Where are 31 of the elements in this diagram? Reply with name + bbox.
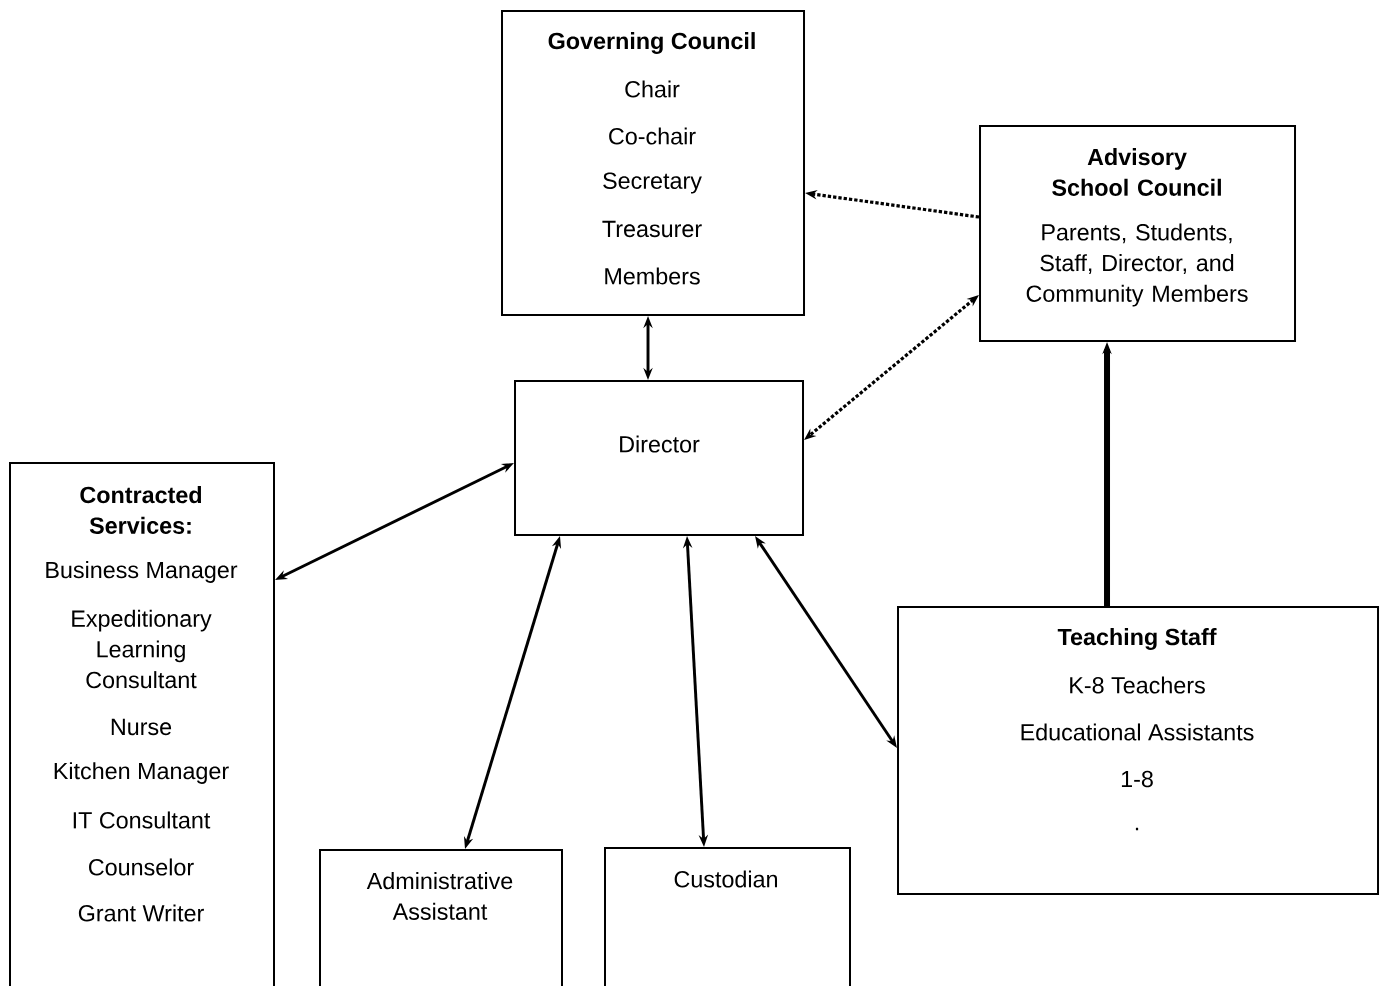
box-text: Expeditionary Learning Consultant (72, 609, 212, 689)
box-text: Secretary (603, 172, 702, 194)
box-text: Co-chair (609, 127, 696, 145)
org-box (9, 462, 275, 986)
box-text: Members (605, 267, 700, 285)
box-heading: Advisory School Council (1052, 148, 1221, 196)
box-text: 1-8 (1121, 770, 1153, 788)
box-text: Educational Assistants (1021, 723, 1254, 741)
box-heading: Teaching Staff (1057, 628, 1217, 650)
box-heading: Contracted Services: (80, 486, 202, 534)
box-text: Parents, Students, Staff, Director, and Community Members (1026, 223, 1248, 307)
box-text: Counselor (89, 858, 194, 876)
org-box (979, 125, 1296, 342)
box-text: Chair (625, 80, 680, 98)
org-box (604, 847, 851, 986)
org-box (319, 849, 563, 986)
box-text: Nurse (111, 718, 172, 736)
org-box (514, 380, 804, 536)
org-box (501, 10, 805, 316)
box-text: IT Consultant (73, 811, 211, 829)
box-text: Grant Writer (78, 904, 204, 922)
box-text: Business Manager (46, 561, 238, 583)
box-text: . (1135, 827, 1139, 831)
box-text: Administrative Assistant (366, 872, 513, 920)
org-box (897, 606, 1379, 895)
box-heading: Governing Council (548, 32, 755, 54)
box-text: Kitchen Manager (54, 762, 229, 784)
box-text: Custodian (674, 870, 777, 888)
box-text: K-8 Teachers (1070, 676, 1205, 694)
box-text: Director (620, 435, 700, 453)
box-text: Treasurer (602, 220, 702, 238)
